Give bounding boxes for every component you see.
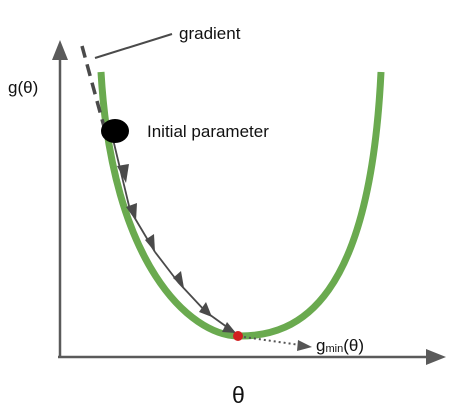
minimum-point <box>233 331 243 341</box>
descent-arrowheads <box>117 164 236 333</box>
gradient-leader-line <box>94 33 173 59</box>
x-axis-label: θ <box>232 382 245 408</box>
minimum-label-prefix: g <box>316 336 325 355</box>
gradient-label: gradient <box>179 24 241 43</box>
initial-parameter-point <box>101 119 129 143</box>
minimum-label: gmin(θ) <box>316 336 364 355</box>
minimum-dotted-arrowhead <box>297 340 312 351</box>
minimum-label-subscript: min <box>325 343 343 355</box>
x-axis-arrowhead <box>426 349 446 365</box>
descent-arrowhead <box>173 271 184 288</box>
descent-arrowhead <box>222 322 236 333</box>
y-axis-label: g(θ) <box>8 78 38 97</box>
loss-curve <box>97 71 385 340</box>
gradient-tangent-line <box>80 45 108 135</box>
descent-arrowhead <box>199 302 212 317</box>
descent-arrowhead <box>117 164 129 183</box>
minimum-label-suffix: (θ) <box>343 336 364 355</box>
descent-arrowhead <box>126 203 137 221</box>
y-axis-arrowhead <box>52 40 68 60</box>
descent-step-segment <box>177 281 207 313</box>
descent-arrowhead <box>145 234 155 252</box>
initial-parameter-label: Initial parameter <box>147 122 269 141</box>
axes <box>52 40 446 365</box>
